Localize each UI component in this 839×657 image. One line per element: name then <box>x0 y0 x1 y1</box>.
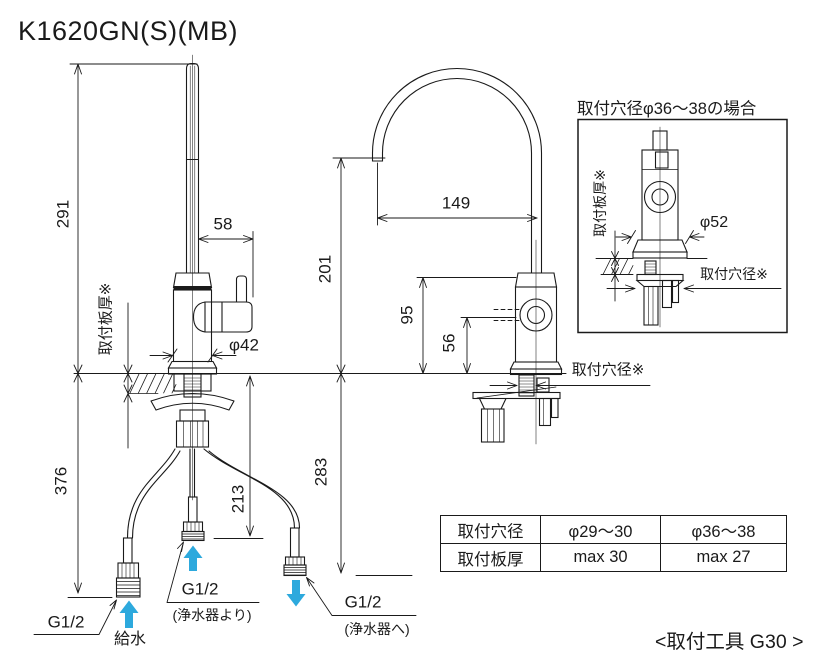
left-view-dimensions <box>67 63 264 598</box>
dim-spout-height: 201 <box>315 254 335 284</box>
handle-rod <box>185 62 200 274</box>
dim-outlet-center-height: 56 <box>439 333 459 353</box>
left-view-drawing <box>73 54 567 598</box>
inset-plate-thickness-label: 取付板厚※ <box>592 169 608 237</box>
supply-connector <box>115 537 141 598</box>
inset-box <box>577 118 788 334</box>
inset-hole-diameter-label: 取付穴径※ <box>700 266 768 282</box>
dim-body-top-height: 95 <box>397 305 417 325</box>
dim-handle-offset: 58 <box>213 214 233 234</box>
dim-height-above-counter: 291 <box>53 199 73 229</box>
inset-hatch <box>602 258 634 275</box>
hole-diameter-label: 取付穴径※ <box>571 361 645 379</box>
dim-body-diameter: φ42 <box>229 335 259 355</box>
inset-title: 取付穴径φ36〜38の場合 <box>577 100 757 118</box>
from-purifier-label: (浄水器より) <box>172 607 252 623</box>
spec-hole-dia-header: 取付穴径 <box>440 515 541 544</box>
flow-arrows <box>119 545 306 628</box>
dim-below-counter-hose: 283 <box>311 457 331 487</box>
body-band <box>173 286 212 290</box>
hose-connector <box>175 420 210 448</box>
plate-thickness-label-left: 取付板厚※ <box>97 282 115 356</box>
side-outlet <box>204 301 253 333</box>
page-title: K1620GN(S)(MB) <box>18 16 239 46</box>
inset-flange-diameter: φ52 <box>699 214 729 231</box>
inset-detail-drawing <box>577 118 788 334</box>
spec-plate-thk-large: max 27 <box>660 543 787 572</box>
outlet-pipe <box>235 275 248 303</box>
spec-table: 取付穴径 φ29〜30 φ36〜38 取付板厚 max 30 max 27 <box>440 515 787 572</box>
spout-tip <box>371 152 384 162</box>
from-purifier-thread-label: G1/2 <box>181 579 219 599</box>
dim-spout-reach: 149 <box>441 193 471 213</box>
from-purifier-flow-up-arrow <box>183 545 203 571</box>
tool-note: <取付工具 G30 > <box>655 631 804 653</box>
supply-label: 給水 <box>113 631 147 648</box>
spec-plate-thk-header: 取付板厚 <box>440 543 541 572</box>
supply-thread-label: G1/2 <box>47 612 85 632</box>
spec-plate-thk-small: max 30 <box>540 543 661 572</box>
connection-leaders <box>33 541 417 635</box>
gooseneck-spout <box>371 68 543 274</box>
front-view-drawing <box>371 68 563 445</box>
threaded-shank <box>518 374 535 397</box>
supply-hose <box>126 448 181 539</box>
hidden-outlet-lines <box>493 309 520 321</box>
from-purifier-connector <box>181 496 205 542</box>
to-purifier-label: (浄水器へ) <box>344 621 410 637</box>
table-row: 取付板厚 max 30 max 27 <box>440 543 787 572</box>
center-hose <box>189 448 196 498</box>
supply-flow-up-arrow <box>119 600 139 628</box>
dome-washer <box>150 392 235 411</box>
spec-hole-dia-small: φ29〜30 <box>540 515 661 544</box>
to-purifier-thread-label: G1/2 <box>344 592 382 612</box>
mounting-plate <box>472 391 561 400</box>
front-view-dimensions <box>332 157 651 576</box>
valve-boss <box>519 298 553 332</box>
dim-below-counter-total: 376 <box>51 466 71 496</box>
counter-hatch <box>127 373 177 394</box>
spec-hole-dia-large: φ36〜38 <box>660 515 787 544</box>
to-purifier-connector <box>283 527 307 577</box>
purifier-hose <box>203 448 301 529</box>
inset-dimensions <box>606 230 782 302</box>
table-row: 取付穴径 φ29〜30 φ36〜38 <box>440 515 787 544</box>
dim-center-hose-length: 213 <box>228 484 248 514</box>
to-purifier-flow-down-arrow <box>286 580 306 607</box>
